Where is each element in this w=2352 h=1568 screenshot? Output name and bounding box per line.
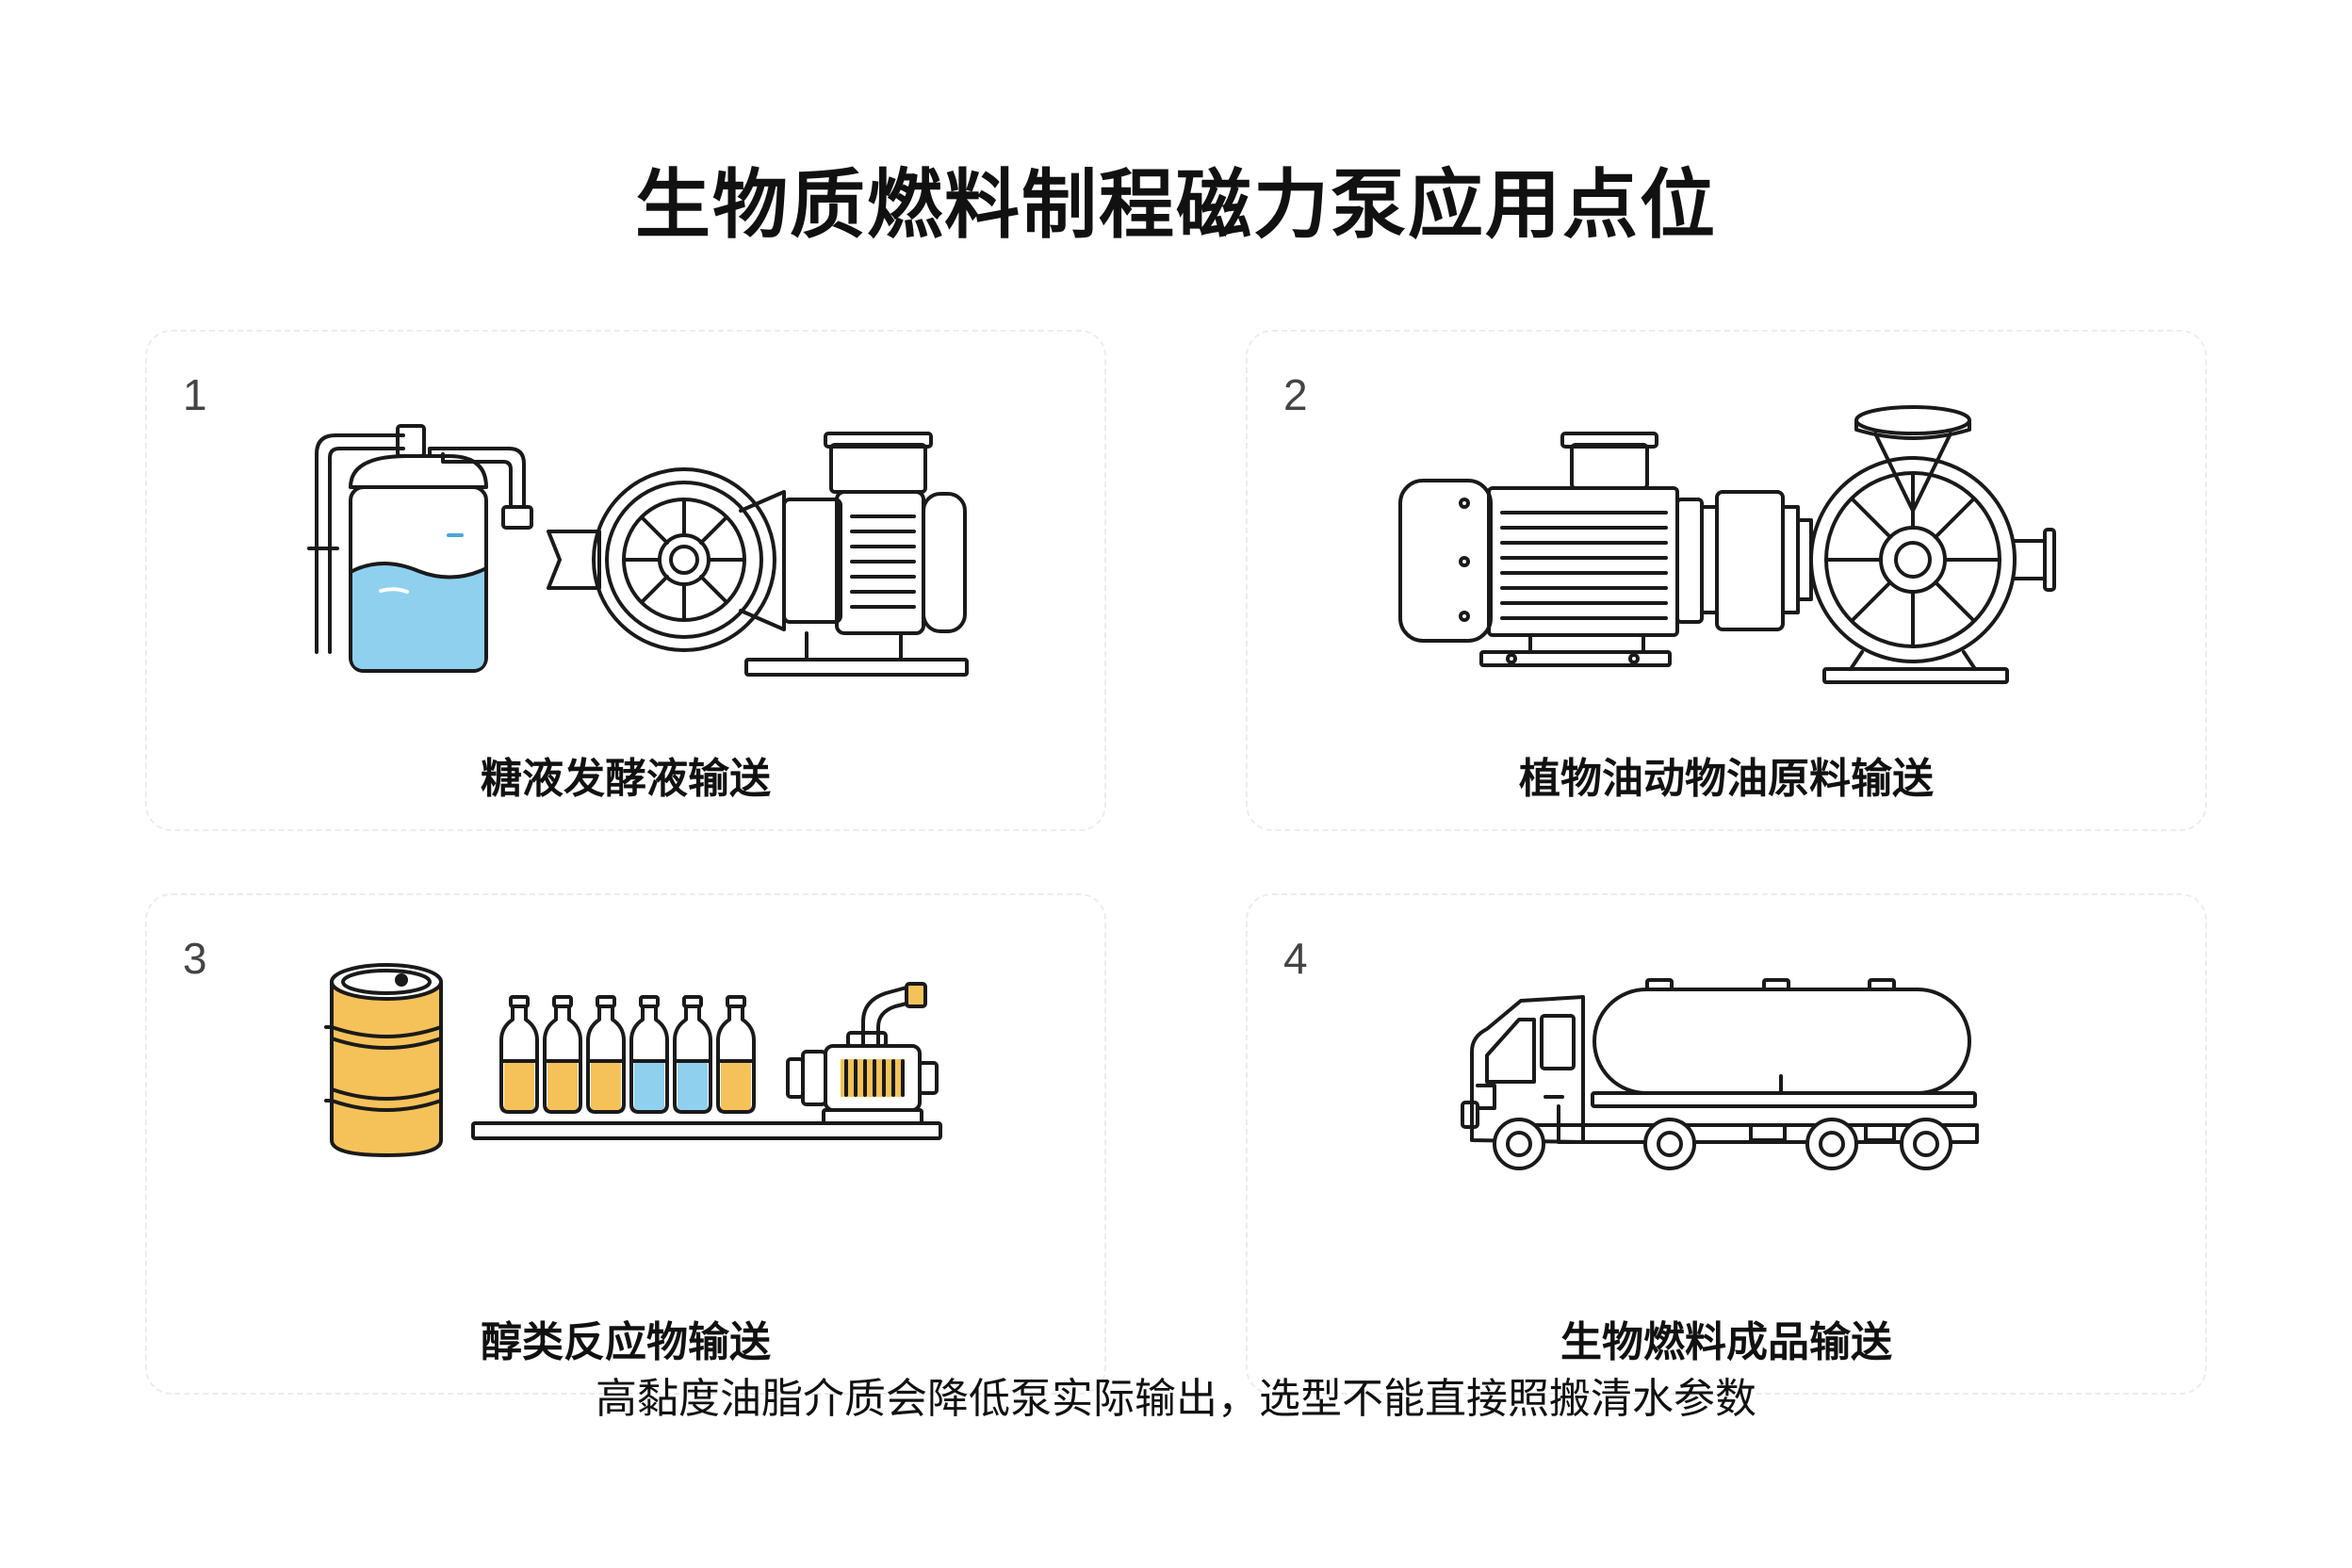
card-fermentation: 1 糖液发酵液输送	[145, 330, 1106, 831]
page-title: 生物质燃料制程磁力泵应用点位	[635, 161, 1717, 249]
card-alcohol-reactants: 3	[145, 893, 1106, 1395]
card-oil-feedstock: 2 植物油动物	[1246, 330, 2207, 831]
card-number: 4	[1283, 934, 1308, 983]
card-number: 3	[183, 934, 207, 983]
card-biofuel-product: 4 生物燃料成品输送	[1246, 893, 2207, 1395]
barrel-bottles-and-pump-icon	[324, 963, 942, 1157]
card-number: 2	[1283, 370, 1308, 419]
fermentation-tank-and-pump-icon	[307, 424, 969, 677]
tanker-truck-icon	[1461, 978, 1979, 1170]
card-label: 生物燃料成品输送	[1560, 1318, 1892, 1366]
motor-driven-centrifugal-pump-icon	[1398, 405, 2056, 684]
footnote: 高黏度油脂介质会降低泵实际输出，选型不能直接照搬清水参数	[596, 1375, 1756, 1423]
card-label: 糖液发酵液输送	[481, 755, 771, 803]
card-label: 植物油动物油原料输送	[1519, 755, 1934, 803]
card-label: 醇类反应物输送	[481, 1318, 771, 1366]
card-number: 1	[183, 370, 207, 419]
